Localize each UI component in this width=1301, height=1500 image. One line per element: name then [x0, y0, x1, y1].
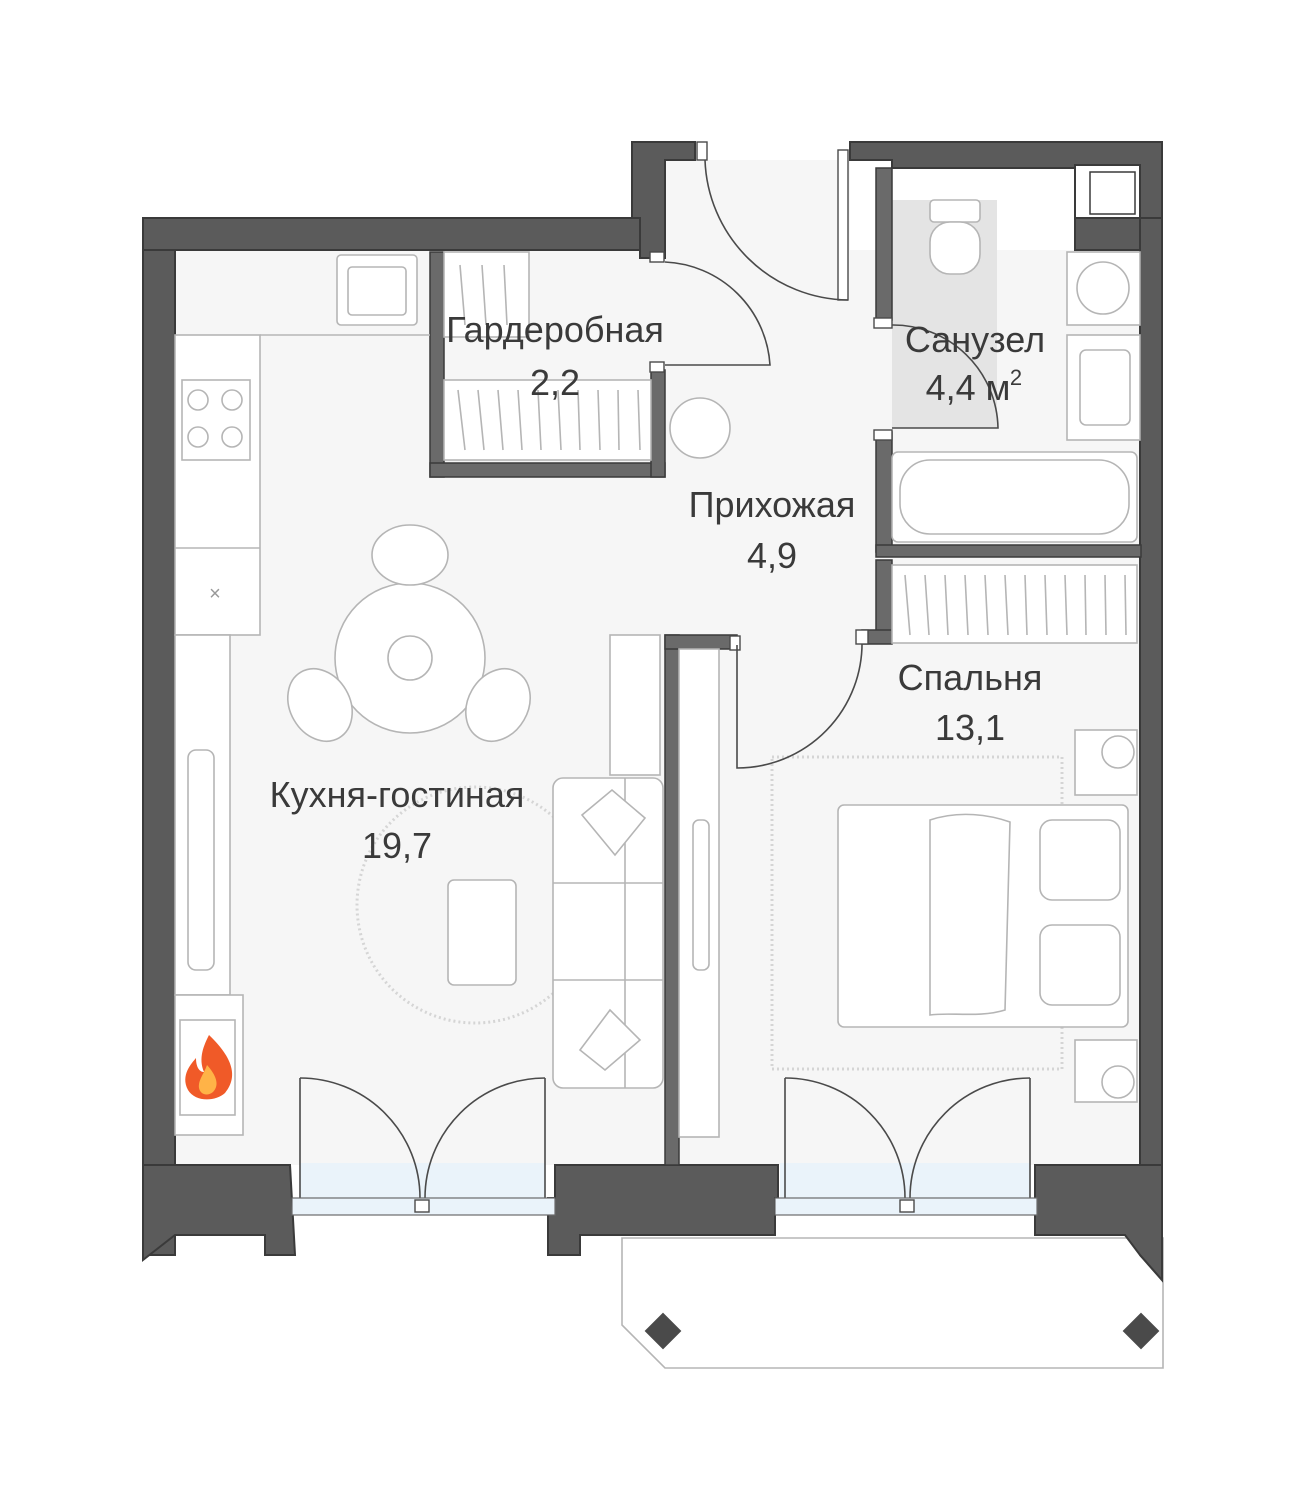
dining-set	[287, 524, 531, 742]
balcony-pillar-icon	[644, 1312, 682, 1350]
balcony-pillar-icon	[1122, 1312, 1160, 1350]
room-area-bedroom: 13,1	[935, 707, 1005, 748]
hallway-pouf	[669, 397, 731, 459]
room-area-kitchen-living: 19,7	[362, 825, 432, 866]
partitions	[429, 167, 1142, 1166]
room-name-kitchen-living: Кухня-гостиная	[270, 774, 525, 815]
room-area-unit-sup: 2	[1010, 365, 1022, 390]
bedroom-closet	[891, 564, 1138, 644]
room-name-hallway: Прихожая	[689, 484, 856, 525]
living-furniture	[355, 634, 720, 1138]
room-labels: Гардеробная 2,2 Санузел 4,4 м 2 Прихожая…	[270, 309, 1045, 866]
coffee-table	[447, 879, 517, 986]
svg-text:×: ×	[209, 583, 221, 605]
room-name-bathroom: Санузел	[905, 319, 1045, 360]
kitchen-furniture: ×	[174, 254, 430, 1136]
toilet	[929, 221, 981, 275]
dining-table	[334, 582, 486, 734]
room-name-bedroom: Спальня	[898, 657, 1043, 698]
walls	[142, 141, 1163, 1283]
balcony	[621, 1237, 1164, 1369]
doors	[291, 141, 1038, 1216]
room-area-hallway: 4,9	[747, 535, 797, 576]
wardrobe-shelves	[443, 251, 731, 461]
room-name-wardrobe: Гардеробная	[446, 309, 664, 350]
bedroom-furniture	[770, 564, 1138, 1103]
bathroom-fixtures	[891, 199, 1141, 543]
room-area-bathroom: 4,4 м	[926, 367, 1011, 408]
room-area-wardrobe: 2,2	[530, 362, 580, 403]
tv-panel	[187, 749, 215, 971]
sofa	[552, 777, 664, 1089]
